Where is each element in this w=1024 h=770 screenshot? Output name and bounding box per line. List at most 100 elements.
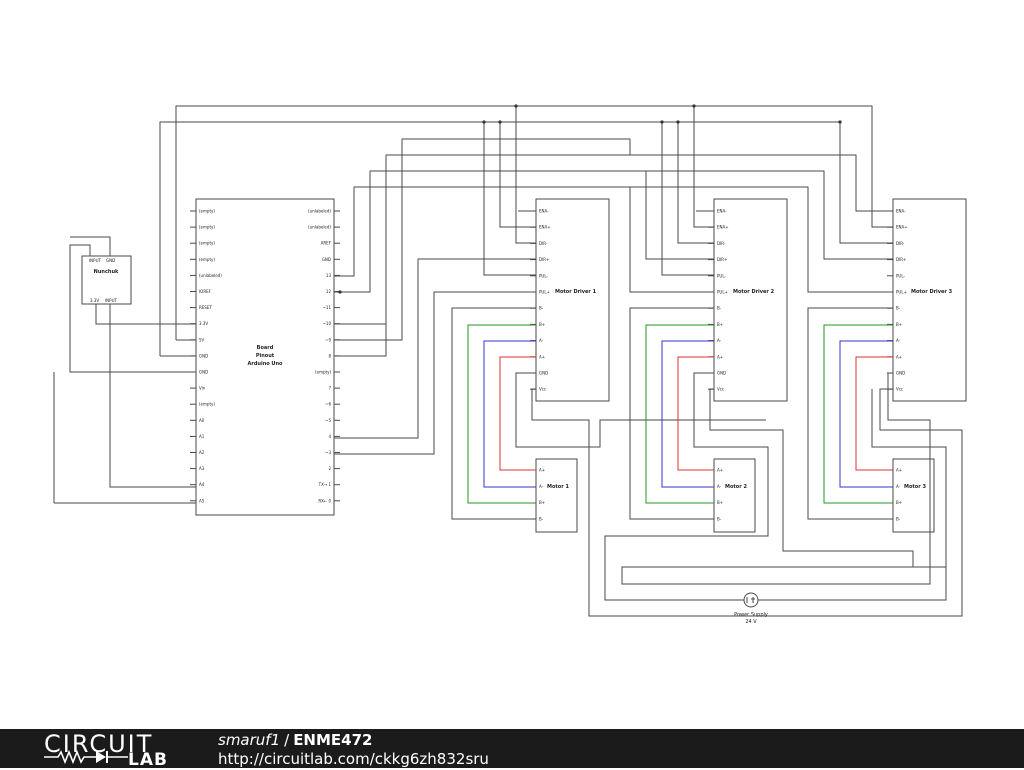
motor-pin-label: B- <box>539 516 544 521</box>
driver-pin-label: B+ <box>717 322 723 327</box>
motor-driver-2-title: Motor Driver 2 <box>733 289 775 295</box>
arduino-right-pin: RX← 0 <box>318 498 331 503</box>
arduino-right-pin: 13 <box>326 273 332 278</box>
motor-driver-1-title: Motor Driver 1 <box>555 289 597 295</box>
arduino-right-pin: ~3 <box>325 450 331 455</box>
arduino-left-pin: (empty) <box>199 257 215 262</box>
arduino-left-pin: RESET <box>199 305 212 310</box>
motor-2[interactable]: Motor 2 A+A-B+B- <box>713 458 756 533</box>
motor-3-title: Motor 3 <box>904 484 926 490</box>
motor-driver-3-title: Motor Driver 3 <box>911 289 953 295</box>
project-name[interactable]: ENME472 <box>293 731 373 749</box>
driver-pin-label: DIR+ <box>717 257 727 262</box>
driver-pin-label: GND <box>896 371 905 376</box>
driver-pin-label: A- <box>717 338 722 343</box>
circuitlab-logo-lab: LAB <box>128 750 168 770</box>
arduino-right-pin: TX→ 1 <box>318 482 332 487</box>
driver-pin-label: PUL+ <box>717 290 728 295</box>
driver-pin-label: PUL+ <box>896 290 907 295</box>
driver-pin-label: PUL- <box>539 273 548 278</box>
arduino-right-pin: ~6 <box>325 402 331 407</box>
nunchuk-pin-input-top: INPUT <box>89 258 102 263</box>
arduino-left-pin: Vin <box>199 386 206 391</box>
driver-pin-label: ENA- <box>539 209 549 214</box>
power-supply-voltage: 24 V <box>745 619 757 625</box>
arduino-left-pin: (empty) <box>199 225 215 230</box>
driver-pin-label: DIR- <box>896 241 905 246</box>
arduino-left-pin: 3.3V <box>199 321 208 326</box>
driver-pin-label: B+ <box>896 322 902 327</box>
driver-pin-label: Vcc <box>896 387 903 392</box>
arduino-left-pin: A4 <box>199 482 205 487</box>
arduino-left-pin: GND <box>199 353 208 358</box>
driver-pin-label: GND <box>717 371 726 376</box>
schematic-diagram: Board Pinout Arduino Uno (empty) (empty) (… <box>53 104 967 625</box>
title-separator: / <box>284 731 290 749</box>
driver-pin-label: ENA- <box>896 209 906 214</box>
driver-pin-label: A+ <box>539 354 545 359</box>
arduino-uno-block[interactable]: Board Pinout Arduino Uno (empty) (empty) (… <box>190 198 340 516</box>
motor-pin-label: A- <box>896 484 901 489</box>
motor-pin-label: A+ <box>539 468 545 473</box>
motor-pin-label: B+ <box>539 500 545 505</box>
nunchuk-pin-input-bottom: INPUT <box>105 298 118 303</box>
arduino-left-pin: (empty) <box>199 241 215 246</box>
arduino-left-pin: A2 <box>199 450 205 455</box>
arduino-left-pin: (empty) <box>199 209 215 214</box>
motor-driver-2[interactable]: Motor Driver 2 ENA-ENA+DIR-DIR+PUL-PUL+B… <box>708 198 788 402</box>
motor-wires <box>467 324 893 504</box>
driver-pin-label: A- <box>896 338 901 343</box>
nunchuk-title: Nunchuk <box>94 269 119 275</box>
driver-pin-label: DIR+ <box>539 257 549 262</box>
arduino-left-pin: A5 <box>199 498 205 503</box>
motor-1-title: Motor 1 <box>547 484 569 490</box>
driver-pin-label: DIR- <box>717 241 726 246</box>
motor-pin-label: A- <box>717 484 722 489</box>
arduino-right-pin: 8 <box>328 353 331 358</box>
driver-pin-label: A- <box>539 338 544 343</box>
author-username[interactable]: smaruf1 <box>218 731 281 749</box>
arduino-right-pin: ~5 <box>325 418 331 423</box>
motor-pin-label: A- <box>539 484 544 489</box>
arduino-title-line-3: Arduino Uno <box>248 361 284 367</box>
driver-pin-label: DIR- <box>539 241 548 246</box>
motor-driver-1[interactable]: Motor Driver 1 ENA-ENA+DIR-DIR+PUL-PUL+B… <box>530 198 610 402</box>
arduino-right-pin: 12 <box>326 289 332 294</box>
arduino-left-pin: A1 <box>199 434 205 439</box>
motor-pin-label: A+ <box>896 468 902 473</box>
project-title: smaruf1/ENME472 <box>218 731 372 749</box>
arduino-left-pin: IOREF <box>199 289 212 294</box>
arduino-title-line-2: Pinout <box>256 353 275 359</box>
driver-pin-label: ENA+ <box>717 225 729 230</box>
driver-pin-label: ENA+ <box>896 225 908 230</box>
motor-3[interactable]: Motor 3 A+A-B+B- <box>892 458 935 533</box>
arduino-right-pin: ~11 <box>323 305 332 310</box>
project-url[interactable]: http://circuitlab.com/ckkg6zh832sru <box>218 750 489 768</box>
arduino-left-pin: A0 <box>199 418 205 423</box>
wiring <box>53 105 963 617</box>
driver-pin-label: Vcc <box>717 387 724 392</box>
arduino-right-pin: ~10 <box>323 321 332 326</box>
arduino-right-pin: (empty) <box>315 370 331 375</box>
driver-pin-label: B- <box>896 306 901 311</box>
driver-pin-label: B- <box>717 306 722 311</box>
resistor-diode-logo-icon <box>44 749 128 765</box>
motor-driver-3[interactable]: Motor Driver 3 ENA-ENA+DIR-DIR+PUL-PUL+B… <box>887 198 967 402</box>
motor-pin-label: B- <box>717 516 722 521</box>
arduino-right-pin: 2 <box>328 466 331 471</box>
arduino-right-pin: 4 <box>328 434 331 439</box>
driver-pin-label: A+ <box>717 354 723 359</box>
motor-pin-label: B- <box>896 516 901 521</box>
driver-pin-label: Vcc <box>539 387 546 392</box>
power-supply[interactable]: Power Supply 24 V <box>734 592 768 625</box>
arduino-left-pin: GND <box>199 370 208 375</box>
arduino-right-pin: AREF <box>321 241 332 246</box>
nunchuk-block[interactable]: INPUT GND Nunchuk 3.3V INPUT <box>81 255 132 305</box>
arduino-right-pin: 7 <box>328 386 331 391</box>
motor-1[interactable]: Motor 1 A+ A- B+ B- <box>535 458 578 533</box>
driver-pin-label: ENA+ <box>539 225 551 230</box>
arduino-right-pin: ~9 <box>325 337 331 342</box>
arduino-title-line-1: Board <box>257 345 274 351</box>
driver-pin-label: B+ <box>539 322 545 327</box>
nunchuk-pin-gnd: GND <box>106 258 115 263</box>
